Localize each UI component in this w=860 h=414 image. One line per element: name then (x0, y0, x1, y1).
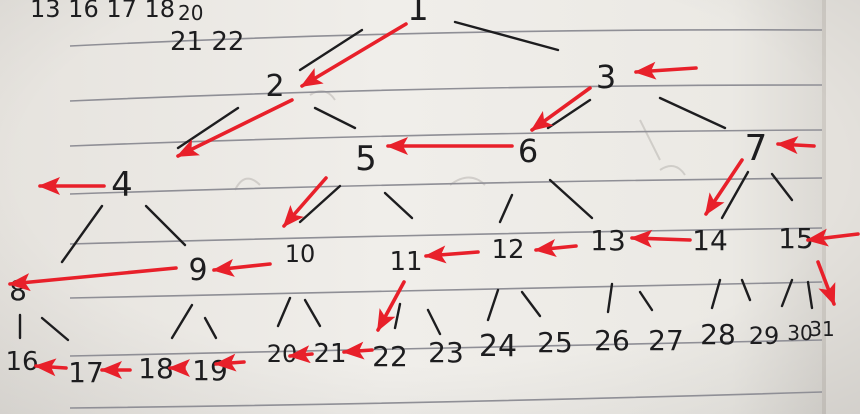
red-arrow (424, 245, 480, 264)
tree-node-22: 22 (372, 340, 408, 373)
red-arrow (776, 136, 816, 155)
tree-node-1: 1 (407, 0, 429, 29)
tree-node-27: 27 (648, 324, 684, 357)
red-arrow (282, 176, 328, 228)
tree-node-8: 8 (9, 274, 27, 307)
tree-node-2: 2 (265, 69, 284, 104)
red-arrow (34, 358, 68, 377)
ruled-line (69, 281, 823, 299)
red-arrow (816, 260, 836, 306)
ruled-lines (69, 29, 823, 409)
red-arrow (704, 158, 744, 216)
tree-node-24: 24 (479, 329, 517, 364)
top-edge-notes: 13 16 17 18 20 21 22 (30, 0, 244, 57)
tree-node-12: 12 (491, 235, 524, 265)
red-arrow (214, 353, 246, 372)
red-arrow (342, 341, 374, 360)
tree-node-7: 7 (745, 128, 768, 169)
traversal-arrows (8, 22, 860, 379)
red-arrow (300, 22, 408, 88)
ruled-line (69, 129, 823, 147)
tree-node-25: 25 (537, 326, 573, 359)
faint-ghost-strokes (234, 90, 686, 191)
red-arrow (530, 86, 592, 132)
tree-node-31: 31 (809, 317, 834, 341)
tree-node-5: 5 (355, 139, 377, 179)
tree-node-19: 19 (192, 354, 228, 387)
ruled-line (69, 227, 823, 245)
top-note-a: 13 16 17 18 (30, 0, 175, 23)
tree-edges (18, 20, 814, 342)
ruled-line (69, 84, 823, 102)
red-arrow (376, 280, 406, 332)
tree-node-17: 17 (68, 356, 104, 389)
tree-node-29: 29 (749, 322, 780, 350)
tree-node-9: 9 (188, 253, 207, 288)
tree-node-16: 16 (5, 347, 38, 377)
tree-node-11: 11 (389, 247, 422, 277)
tree-node-21: 21 (313, 339, 346, 369)
ruled-line (69, 391, 823, 409)
tree-node-23: 23 (428, 336, 464, 369)
tree-node-10: 10 (285, 240, 316, 268)
red-arrow (176, 98, 294, 158)
red-arrow (634, 61, 698, 80)
tree-node-4: 4 (111, 165, 133, 205)
red-arrow (212, 258, 272, 277)
tree-node-3: 3 (596, 58, 616, 96)
tree-node-6: 6 (518, 132, 538, 170)
red-arrow (630, 229, 692, 248)
ruled-line (69, 177, 823, 195)
tree-node-28: 28 (700, 318, 736, 351)
tree-node-18: 18 (138, 352, 174, 385)
top-note-c: 21 22 (170, 27, 244, 57)
ruled-line (69, 29, 823, 47)
red-arrow (288, 345, 314, 364)
tree-node-30: 30 (787, 321, 812, 345)
red-arrow (806, 228, 860, 247)
tree-node-26: 26 (594, 324, 630, 357)
top-note-b: 20 (178, 1, 203, 25)
red-arrow (534, 239, 578, 257)
tree-node-14: 14 (692, 224, 728, 257)
red-arrow (8, 266, 178, 292)
tree-node-13: 13 (590, 224, 626, 257)
